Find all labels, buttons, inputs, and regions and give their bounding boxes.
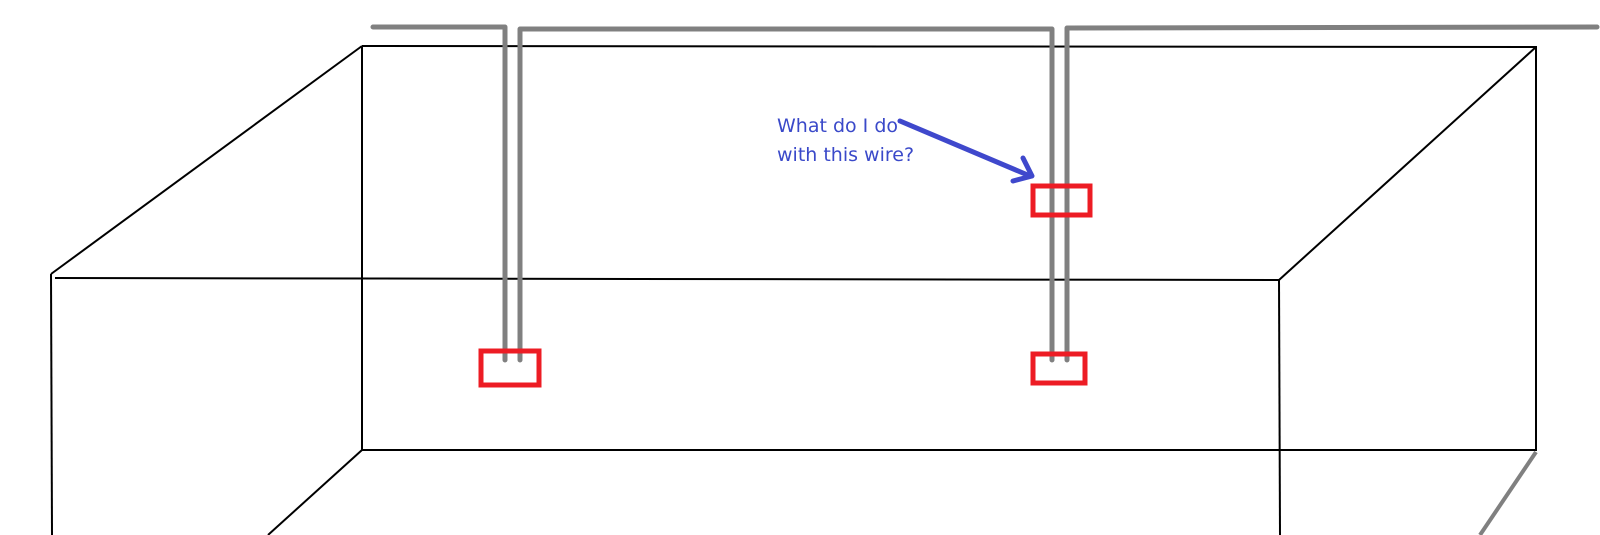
arrow-icon: [897, 118, 1035, 184]
wire-left-a: [370, 24, 508, 363]
boxes: [478, 183, 1093, 388]
wire-left-b: [517, 26, 1055, 363]
right-lower-outlet-box: [1030, 351, 1088, 386]
left-outlet-box: [478, 348, 542, 388]
annotation-line-2: with this wire?: [777, 144, 915, 166]
right-upper-switch-box: [1030, 183, 1093, 218]
wire-right: [1064, 24, 1600, 363]
annotation-text: What do I do with this wire?: [777, 112, 914, 170]
wires: [370, 24, 1600, 363]
floor-edge: [1478, 450, 1538, 535]
annotation-line-1: What do I do: [777, 115, 899, 137]
room-outline: [50, 45, 1537, 535]
